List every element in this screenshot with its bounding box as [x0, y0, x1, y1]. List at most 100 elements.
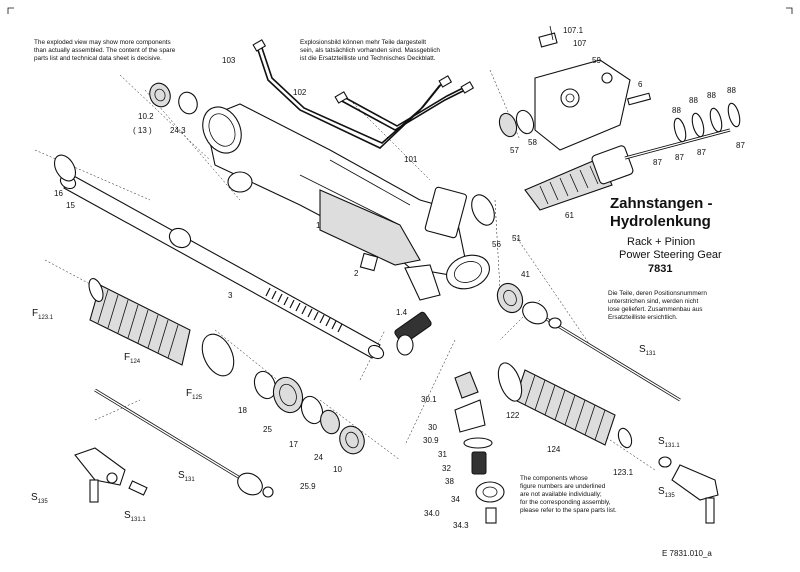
label-18: 18 [238, 406, 247, 415]
label-1-4: 1.4 [396, 308, 408, 317]
label-56: 56 [492, 240, 501, 249]
hydraulic-lines [252, 39, 475, 149]
note-de-top-line1: Explosionsbild können mehr Teile dargest… [300, 39, 426, 46]
subtitle-line1: Rack + Pinion [627, 236, 695, 248]
tie-rod-end-left [74, 447, 148, 503]
note-de-top-line3: ist die Ersatzteilliste und Technisches … [300, 55, 436, 62]
snap-ring-16 [53, 154, 77, 182]
label-61: 61 [565, 211, 574, 220]
label-57: 57 [510, 146, 519, 155]
label-88b: 88 [689, 96, 698, 105]
note-en-top-line1: The exploded view may show more componen… [34, 39, 171, 46]
label-25-9: 25.9 [300, 482, 316, 491]
label-34-0: 34.0 [424, 509, 440, 518]
valve-housing-59 [534, 25, 631, 151]
label-24-3: 24.3 [170, 126, 186, 135]
coupling-1-4 [394, 311, 432, 356]
label-87d: 87 [736, 141, 745, 150]
label-31: 31 [438, 450, 447, 459]
label-1: 1 [316, 221, 321, 230]
steering-housing [202, 103, 490, 301]
seal-rings-87-88 [673, 102, 741, 143]
label-16: 16 [54, 189, 63, 198]
model-number: 7831 [648, 263, 672, 275]
label-6: 6 [638, 80, 643, 89]
callout-f125: F125 [186, 388, 203, 401]
plug-2 [359, 252, 379, 272]
note-en-bottom-line4: for the corresponding assembly, [520, 499, 611, 506]
note-en-bottom-line1: The components whose [520, 475, 588, 482]
label-87a: 87 [653, 158, 662, 167]
callout-s135-right: S135 [658, 486, 675, 499]
pinion-61 [524, 128, 731, 211]
label-41: 41 [521, 270, 530, 279]
bellows-right [497, 362, 633, 449]
label-107: 107 [573, 39, 587, 48]
label-13: ( 13 ) [133, 126, 152, 135]
note-en-bottom-line3: are not available individually; [520, 491, 602, 498]
subtitle-line2: Power Steering Gear [619, 249, 722, 261]
label-88c: 88 [707, 91, 716, 100]
figure-id: E 7831.010_a [662, 549, 712, 558]
label-101: 101 [404, 155, 418, 164]
note-en-top-line3: parts list and technical data sheet is d… [34, 55, 162, 62]
label-2: 2 [354, 269, 359, 278]
label-124: 124 [547, 445, 561, 454]
label-30-9: 30.9 [423, 436, 439, 445]
label-25: 25 [263, 425, 272, 434]
label-123-1: 123.1 [613, 468, 634, 477]
tie-rod-right [522, 301, 681, 402]
label-102: 102 [293, 88, 307, 97]
seals-top-left [149, 82, 198, 115]
tie-rod-end-right [658, 456, 719, 524]
note-de-right-line2: unterstrichen sind, werden nicht [608, 298, 698, 305]
label-34-3: 34.3 [453, 521, 469, 530]
steering-rack [59, 174, 385, 360]
bellows-left [88, 277, 235, 377]
label-30: 30 [428, 423, 437, 432]
callout-s131-left: S131 [178, 470, 195, 483]
note-de-right-line4: Ersatzteilliste ersichtlich. [608, 314, 678, 321]
note-de-right-line3: lose geliefert. Zusammenbau aus [608, 306, 703, 313]
label-87c: 87 [697, 148, 706, 157]
label-58: 58 [528, 138, 537, 147]
yoke-assembly [454, 371, 505, 524]
tie-rod-left [94, 388, 274, 498]
label-3: 3 [228, 291, 233, 300]
label-122: 122 [506, 411, 520, 420]
label-15: 15 [66, 201, 75, 210]
callout-s135-left: S135 [31, 492, 48, 505]
note-de-right-line1: Die Teile, deren Positionsnummern [608, 290, 707, 297]
title-line1: Zahnstangen - [610, 195, 713, 212]
label-30-1: 30.1 [421, 395, 437, 404]
label-17: 17 [289, 440, 298, 449]
part-labels: 1 2 3 10.2 ( 13 ) 24.3 16 15 1.4 18 25 1… [31, 26, 745, 530]
callout-s131-1: S131.1 [658, 436, 680, 449]
label-51: 51 [512, 234, 521, 243]
ring-56 [471, 194, 495, 226]
label-10: 10 [333, 465, 342, 474]
callout-s131: S131 [639, 344, 656, 357]
label-87b: 87 [675, 153, 684, 162]
corner-brackets [7, 7, 793, 14]
ring-41 [496, 282, 524, 314]
note-en-bottom-line5: please refer to the spare parts list. [520, 507, 617, 514]
callout-f123-1: F123.1 [32, 308, 54, 321]
note-en-bottom-line2: figure numbers are underlined [520, 483, 606, 490]
note-de-top-line2: sein, als tatsächlich vorhanden sind. Ma… [300, 47, 440, 54]
label-88d: 88 [727, 86, 736, 95]
label-107-1: 107.1 [563, 26, 584, 35]
label-10-2: 10.2 [138, 112, 154, 121]
callout-s131-1-left: S131.1 [124, 510, 146, 523]
seals-57-58 [498, 109, 535, 138]
label-59: 59 [592, 56, 601, 65]
label-34: 34 [451, 495, 460, 504]
label-24: 24 [314, 453, 323, 462]
label-88a: 88 [672, 106, 681, 115]
label-38: 38 [445, 477, 454, 486]
note-en-top-line2: than actually assembled. The content of … [34, 47, 176, 54]
seal-stack-center [253, 370, 365, 455]
label-32: 32 [442, 464, 451, 473]
title-line2: Hydrolenkung [610, 213, 711, 230]
